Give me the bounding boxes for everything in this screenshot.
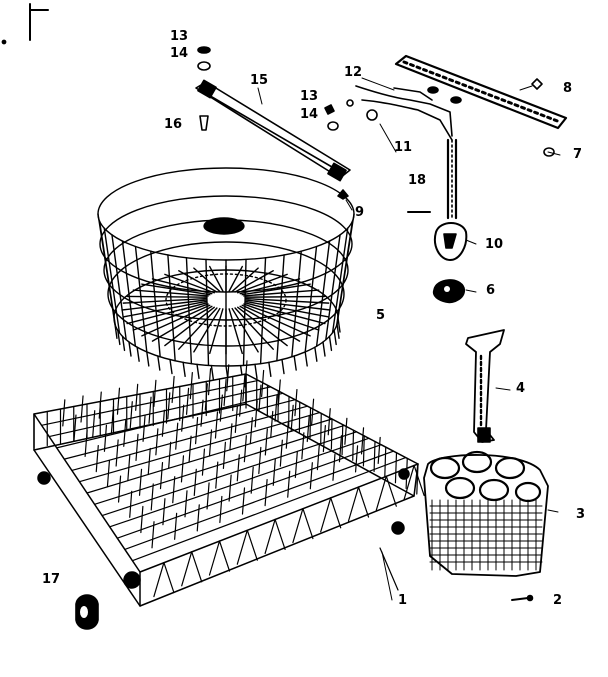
label-12: 12 (344, 65, 363, 80)
label-1: 1 (398, 593, 408, 608)
label-16: 16 (164, 117, 183, 132)
label-5: 5 (376, 308, 386, 323)
label-14-mid: 14 (300, 107, 319, 122)
lower-spray-arm (394, 54, 568, 157)
cutlery-basket (423, 450, 549, 577)
label-3: 3 (576, 507, 586, 522)
label-17: 17 (42, 572, 61, 587)
basket-handle (465, 329, 505, 443)
leader-lines (257, 77, 561, 601)
label-10: 10 (485, 237, 504, 252)
rack-wires (33, 360, 425, 598)
label-14-upper: 14 (170, 46, 189, 61)
label-2: 2 (553, 593, 563, 608)
label-11: 11 (394, 140, 413, 155)
label-18: 18 (408, 173, 427, 188)
label-13-mid: 13 (300, 89, 319, 104)
basket-wires (97, 213, 355, 381)
label-7: 7 (573, 147, 583, 162)
label-6: 6 (486, 283, 496, 298)
label-9: 9 (355, 205, 365, 220)
basket-mesh (429, 499, 543, 571)
label-8: 8 (563, 81, 573, 96)
rack-roller (75, 594, 99, 630)
upper-round-rack (97, 167, 355, 381)
clips-and-nozzles (407, 211, 468, 304)
lower-rack (33, 360, 425, 607)
label-15: 15 (250, 73, 269, 88)
label-13-upper: 13 (170, 29, 189, 44)
water-manifold (346, 85, 462, 220)
scan-marks (1, 3, 49, 45)
label-4: 4 (516, 381, 526, 396)
upper-spray-arm (195, 79, 351, 182)
screw (511, 594, 534, 602)
